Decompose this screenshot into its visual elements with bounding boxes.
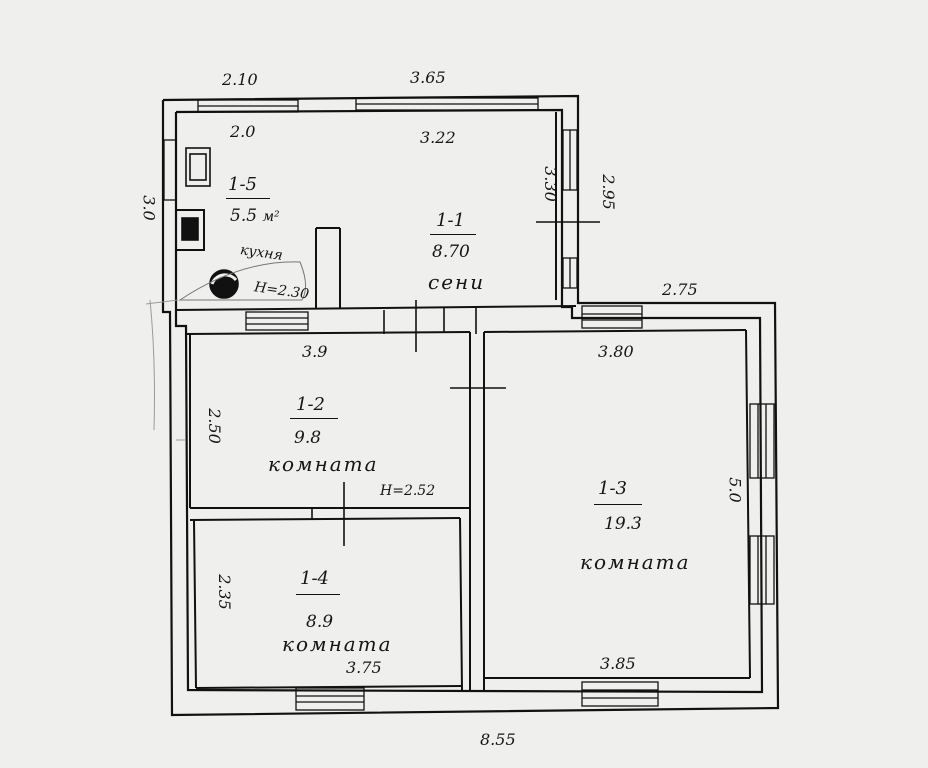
room-1-1-dim-right-a: 3.30 (540, 166, 560, 202)
room-1-5-area: 5.5 м² (230, 208, 280, 225)
room-1-5-dim-top: 2.0 (230, 122, 256, 141)
room-1-5-area-unit: м² (262, 209, 280, 225)
room-1-1-id: 1-1 (436, 210, 465, 231)
window-south-left (295, 687, 365, 711)
room-1-3-underline (594, 504, 642, 505)
dim-right-upper: 2.75 (662, 280, 698, 299)
room-1-4-area: 8.9 (306, 612, 334, 632)
room-1-4-id: 1-4 (300, 568, 329, 589)
room-1-2-height: H=2.52 (380, 483, 436, 499)
window-left-upper (163, 139, 177, 201)
dim-top-right: 3.65 (410, 68, 446, 87)
room-1-2-underline (290, 418, 338, 419)
room-1-4-underline (296, 594, 340, 595)
window-east-upper (749, 403, 775, 479)
room-1-5-underline (226, 198, 270, 199)
window-east-lower (749, 535, 775, 605)
kitchen-fixtures (175, 147, 306, 301)
windows (163, 97, 775, 711)
outer-walls (161, 94, 780, 717)
dim-top-left: 2.10 (222, 70, 258, 89)
room-1-3-dim-right: 5.0 (725, 477, 745, 503)
room-1-2-name: комната (268, 452, 379, 476)
room-1-4-dim-bottom: 3.75 (346, 658, 382, 677)
room-1-1-dim-top: 3.22 (420, 128, 456, 147)
room-1-1-area: 8.70 (432, 242, 470, 262)
sink-icon (185, 147, 211, 187)
room-1-1-dim-right-b: 2.95 (598, 174, 618, 210)
room-1-5-area-value: 5.5 (230, 206, 258, 226)
room-1-4-name: комната (282, 632, 393, 656)
room-1-2-area: 9.8 (294, 428, 322, 448)
room-1-1-underline (430, 234, 476, 235)
outer-wall-outline (161, 94, 780, 717)
window-south-right (581, 681, 659, 707)
room-1-5-id: 1-5 (228, 174, 257, 195)
room-1-3-dim-bottom: 3.85 (600, 654, 636, 673)
room-1-3-dim-top: 3.80 (598, 342, 634, 361)
window-mid-left (245, 311, 309, 331)
pencil-marks (145, 299, 186, 441)
room-1-4-dim-left: 2.35 (214, 574, 234, 610)
room-1-2-dim-left: 2.50 (204, 408, 224, 444)
dim-bottom-total: 8.55 (480, 730, 516, 749)
room-1-3-name: комната (580, 550, 691, 574)
inner-wall-outline (174, 108, 764, 694)
room-1-3-id: 1-3 (598, 478, 627, 499)
dim-left-upper: 3.0 (139, 195, 159, 221)
room-1-2-dim-top: 3.9 (302, 342, 328, 361)
window-mid-right (581, 305, 643, 329)
stove-icon (175, 209, 205, 251)
partitions (175, 112, 751, 691)
room-1-3-area: 19.3 (604, 514, 642, 534)
room-1-2-id: 1-2 (296, 394, 325, 415)
door-marks (311, 221, 600, 546)
room-1-1-name: сени (428, 270, 486, 294)
